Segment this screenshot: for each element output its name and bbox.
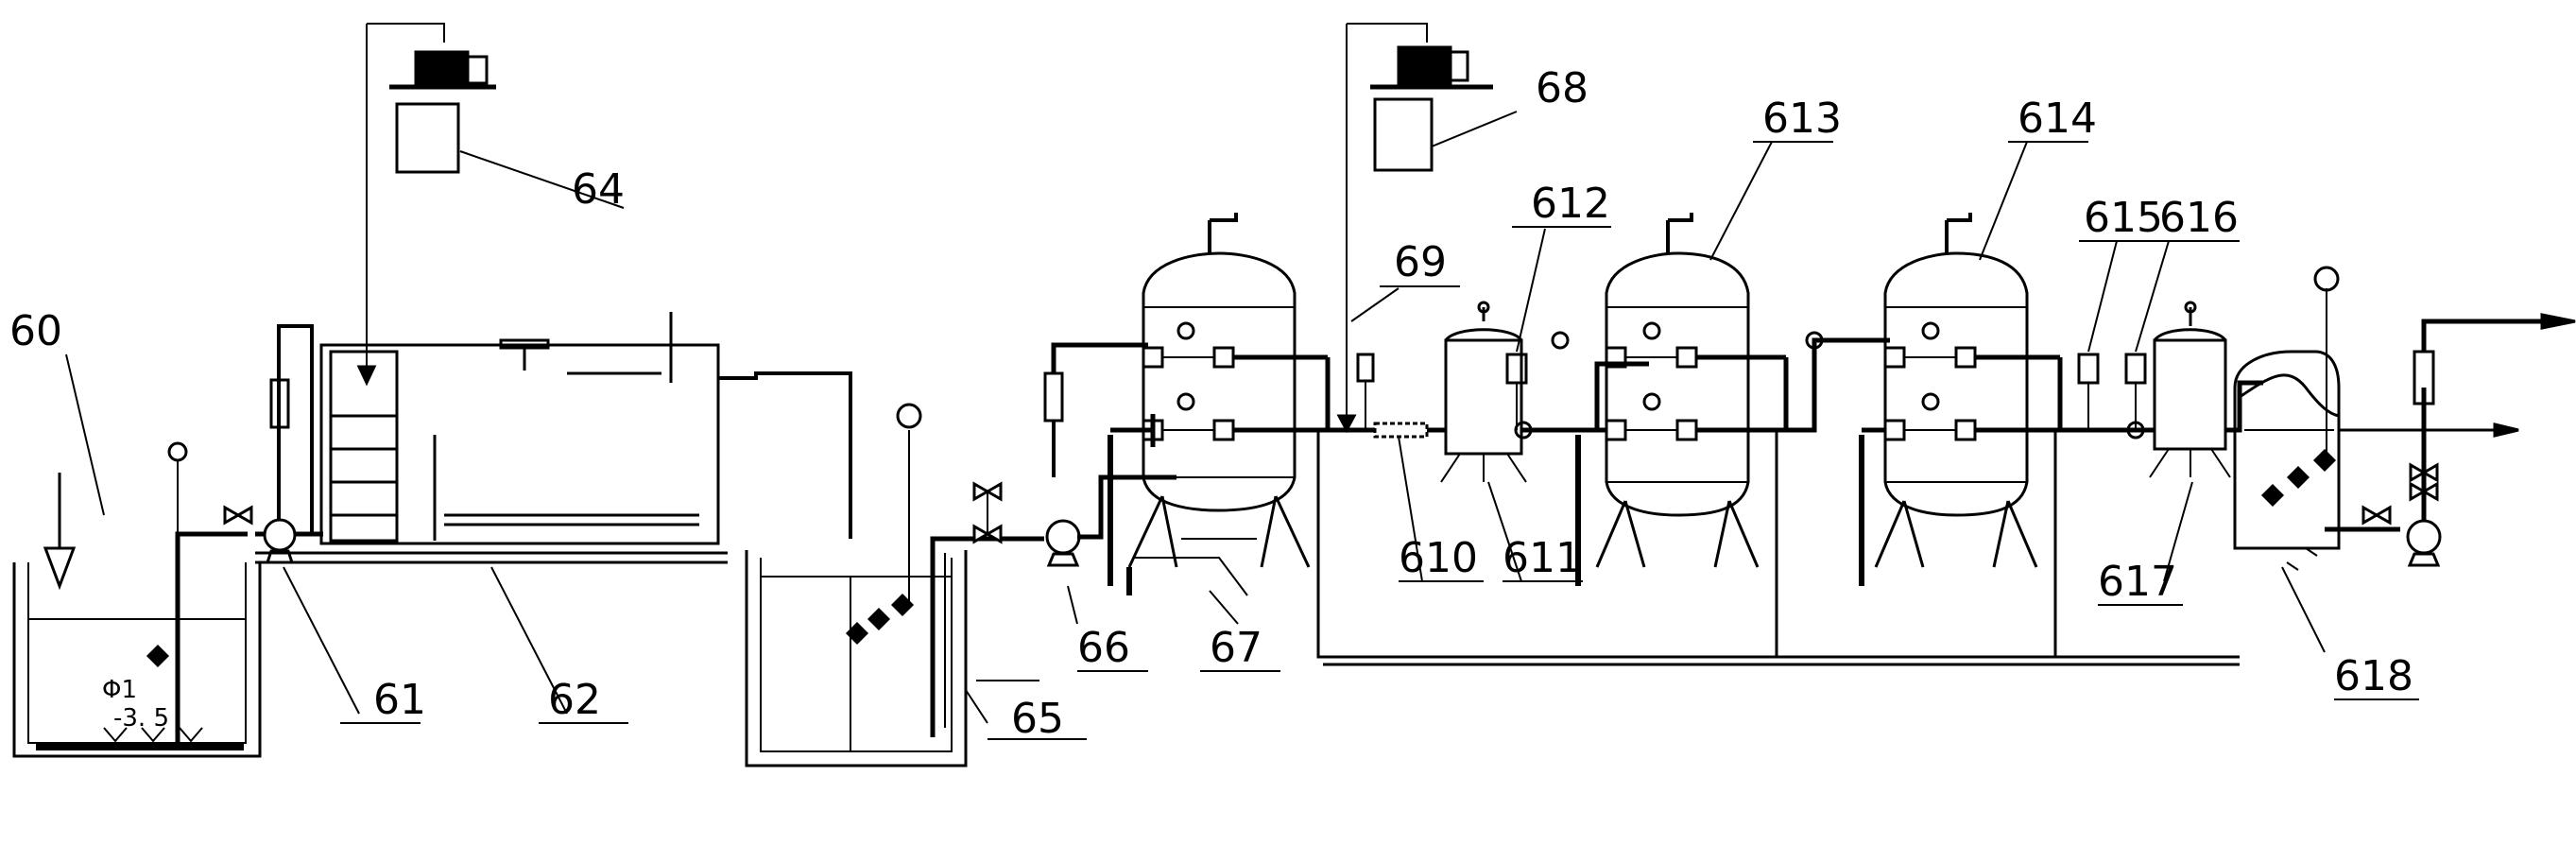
label-614: 614 bbox=[2018, 95, 2097, 143]
label-69: 69 bbox=[1394, 238, 1447, 286]
instrument-616 bbox=[2124, 353, 2147, 440]
product-tank bbox=[2233, 266, 2576, 571]
filter-vessel-67 bbox=[1043, 213, 1328, 596]
filter-vessel-614 bbox=[1859, 213, 2060, 586]
intermediate-tank bbox=[745, 403, 1044, 767]
static-mixer bbox=[1365, 422, 1446, 439]
dosing-unit-68 bbox=[1336, 23, 1518, 434]
treatment-tank bbox=[223, 312, 852, 564]
label-67: 67 bbox=[1210, 624, 1262, 672]
intake-pit bbox=[12, 473, 262, 758]
label-615: 615 bbox=[2084, 194, 2163, 242]
label-61: 61 bbox=[373, 676, 426, 724]
label-612: 612 bbox=[1531, 180, 1610, 228]
label-617: 617 bbox=[2098, 558, 2177, 606]
label-leaders bbox=[65, 141, 2419, 740]
label-66: 66 bbox=[1077, 624, 1130, 672]
depth-annotation: -3. 5 bbox=[113, 704, 169, 733]
diameter-annotation: Φ1 bbox=[102, 676, 137, 704]
label-618: 618 bbox=[2334, 652, 2413, 700]
label-64: 64 bbox=[572, 165, 625, 214]
label-68: 68 bbox=[1536, 64, 1589, 112]
label-610: 610 bbox=[1399, 534, 1478, 582]
instrument-615 bbox=[2077, 353, 2100, 430]
label-60: 60 bbox=[9, 307, 62, 355]
label-613: 613 bbox=[1762, 95, 1842, 143]
label-611: 611 bbox=[1503, 534, 1582, 582]
filter-vessel-613 bbox=[1551, 213, 1786, 586]
label-65: 65 bbox=[1011, 695, 1064, 743]
instrument-612 bbox=[1505, 353, 1533, 440]
label-62: 62 bbox=[548, 676, 601, 724]
label-616: 616 bbox=[2159, 194, 2239, 242]
dosing-unit-64 bbox=[356, 23, 625, 387]
cartridge-filter-611 bbox=[1440, 301, 1564, 483]
drain-manifold bbox=[1316, 430, 2240, 666]
pump-66 bbox=[972, 474, 1176, 567]
cartridge-filter-617 bbox=[2149, 301, 2263, 478]
